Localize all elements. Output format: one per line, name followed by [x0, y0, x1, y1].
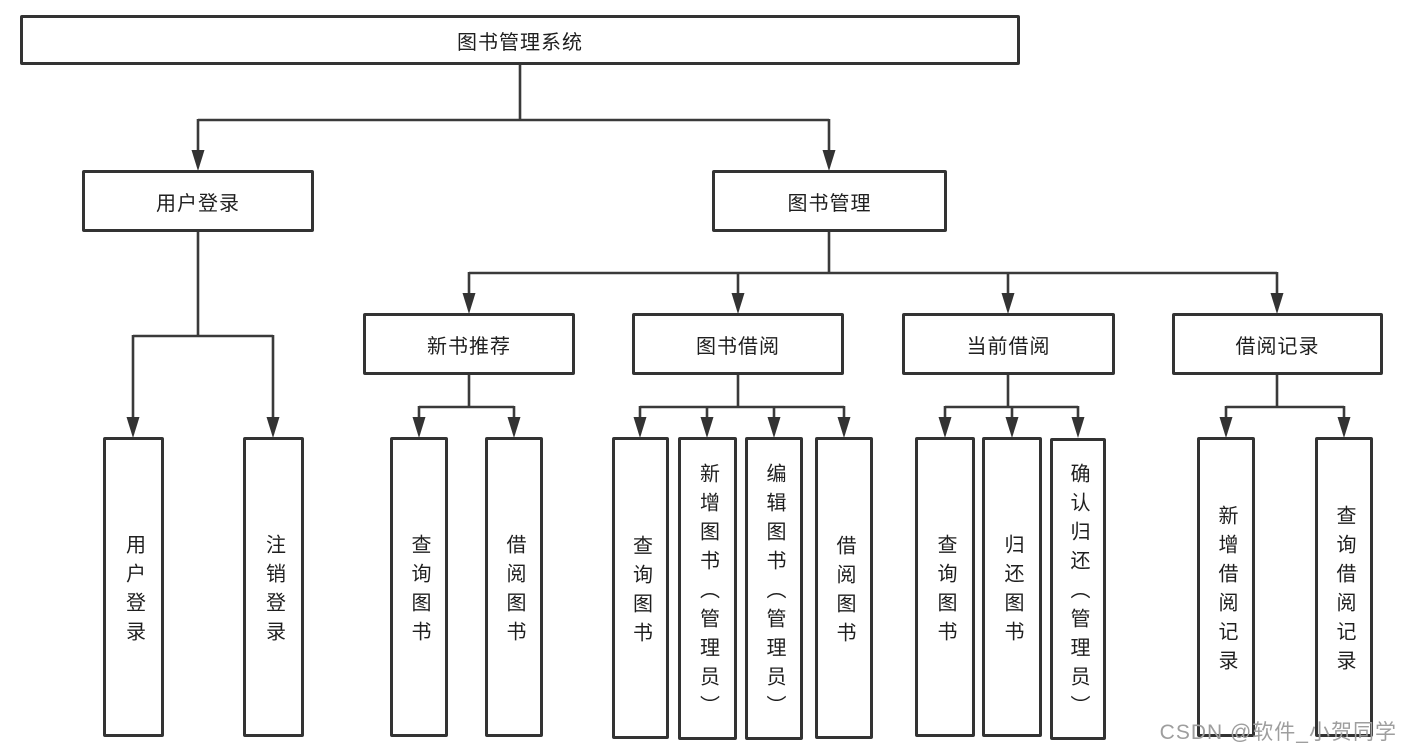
node-book-management: 图书管理: [712, 170, 947, 232]
node-label: 当前借阅: [966, 335, 1051, 358]
leaf-query-books-recommend: 查询图书: [390, 437, 448, 737]
leaf-query-borrow-record: 查询借阅记录: [1315, 437, 1373, 737]
leaf-user-login: 用户登录: [103, 437, 164, 737]
node-label: 图书借阅: [696, 335, 780, 358]
leaf-add-borrow-record: 新增借阅记录: [1197, 437, 1255, 737]
node-label: 查询图书: [934, 533, 956, 650]
leaf-return-books: 归还图书: [982, 437, 1042, 737]
node-label: 确认归还（管理员）: [1067, 463, 1089, 724]
node-label: 注销登录: [262, 533, 285, 650]
leaf-query-books-current: 查询图书: [915, 437, 975, 737]
leaf-borrow-books-borrowing: 借阅图书: [815, 437, 873, 739]
node-label: 用户登录: [156, 192, 240, 215]
node-label: 新增图书（管理员）: [696, 462, 719, 724]
node-label: 新增借阅记录: [1215, 504, 1237, 679]
leaf-confirm-return-admin: 确认归还（管理员）: [1050, 438, 1106, 740]
node-borrow-records: 借阅记录: [1172, 313, 1383, 375]
node-label: 编辑图书（管理员）: [763, 462, 785, 724]
node-label: 图书管理系统: [457, 31, 583, 54]
node-label: 新书推荐: [427, 335, 511, 358]
node-label: 借阅记录: [1235, 335, 1320, 358]
node-current-borrowing: 当前借阅: [902, 313, 1115, 375]
node-book-borrowing: 图书借阅: [632, 313, 844, 375]
leaf-borrow-books-recommend: 借阅图书: [485, 437, 543, 737]
node-user-login: 用户登录: [82, 170, 314, 232]
node-label: 图书管理: [787, 192, 872, 215]
node-label: 归还图书: [1001, 533, 1023, 650]
node-label: 查询图书: [408, 533, 430, 650]
node-label: 查询借阅记录: [1333, 504, 1355, 679]
node-new-book-recommend: 新书推荐: [363, 313, 575, 375]
node-label: 查询图书: [629, 534, 652, 651]
leaf-add-books-admin: 新增图书（管理员）: [678, 437, 737, 740]
node-library-management-system: 图书管理系统: [20, 15, 1020, 65]
node-label: 借阅图书: [833, 534, 855, 651]
csdn-watermark: CSDN @软件_小贺同学: [1159, 721, 1397, 744]
leaf-edit-books-admin: 编辑图书（管理员）: [745, 437, 803, 740]
node-label: 用户登录: [122, 533, 145, 650]
leaf-query-books-borrowing: 查询图书: [612, 437, 669, 739]
node-label: 借阅图书: [503, 533, 525, 650]
leaf-logout-login: 注销登录: [243, 437, 304, 737]
